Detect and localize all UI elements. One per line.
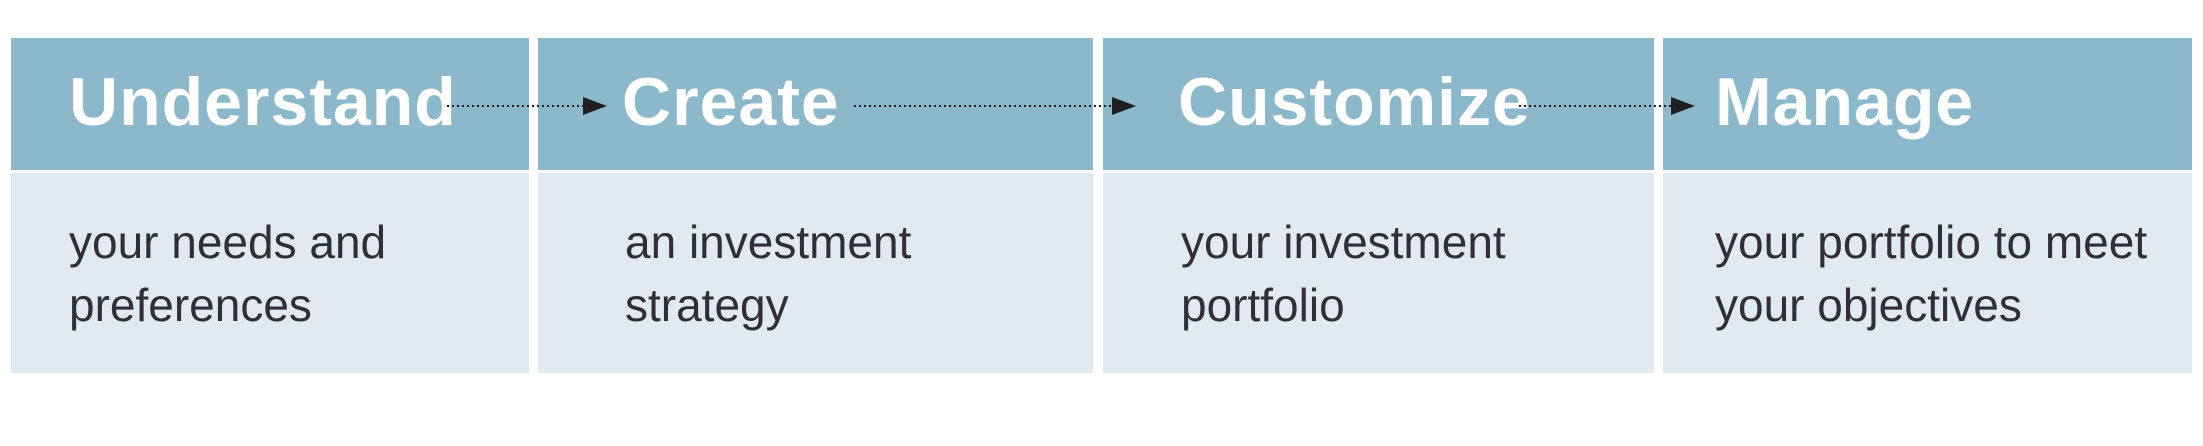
- step-create-desc-line2: strategy: [625, 279, 789, 331]
- step-manage-header: [1663, 38, 2192, 170]
- step-customize-desc-line1: your investment: [1181, 216, 1506, 268]
- step-create-title: Create: [622, 64, 840, 140]
- step-understand: Understand your needs and preferences: [11, 38, 529, 373]
- step-create-header: [538, 38, 1093, 170]
- step-understand-description: your needs and preferences: [69, 211, 386, 337]
- connector-create-customize: [854, 97, 1136, 115]
- step-create-desc-line1: an investment: [625, 216, 912, 268]
- step-customize-header: [1103, 38, 1654, 170]
- process-diagram: Understand your needs and preferences Cr…: [11, 38, 2192, 373]
- arrow-head-icon: [1671, 97, 1695, 115]
- step-customize-body: your investment portfolio: [1103, 173, 1654, 373]
- step-manage-title: Manage: [1715, 64, 1975, 140]
- step-manage-desc-line2: your objectives: [1715, 279, 2022, 331]
- step-create: Create an investment strategy: [538, 38, 1093, 373]
- step-manage: Manage your portfolio to meet your objec…: [1663, 38, 2192, 373]
- step-create-description: an investment strategy: [625, 211, 911, 337]
- step-understand-desc-line1: your needs and: [69, 216, 387, 268]
- arrow-head-icon: [583, 97, 607, 115]
- step-understand-header: [11, 38, 529, 170]
- step-create-body: an investment strategy: [538, 173, 1093, 373]
- step-manage-desc-line1: your portfolio to meet: [1715, 216, 2148, 268]
- step-customize-description: your investment portfolio: [1181, 211, 1506, 337]
- connector-understand-create: [447, 97, 607, 115]
- step-customize: Customize your investment portfolio: [1103, 38, 1654, 373]
- step-manage-body: your portfolio to meet your objectives: [1663, 173, 2192, 373]
- connector-customize-manage: [1519, 97, 1695, 115]
- step-understand-desc-line2: preferences: [69, 279, 312, 331]
- step-understand-body: your needs and preferences: [11, 173, 529, 373]
- step-customize-desc-line2: portfolio: [1181, 279, 1345, 331]
- step-customize-title: Customize: [1178, 64, 1531, 140]
- arrow-head-icon: [1112, 97, 1136, 115]
- step-understand-title: Understand: [69, 64, 457, 140]
- step-manage-description: your portfolio to meet your objectives: [1715, 211, 2147, 337]
